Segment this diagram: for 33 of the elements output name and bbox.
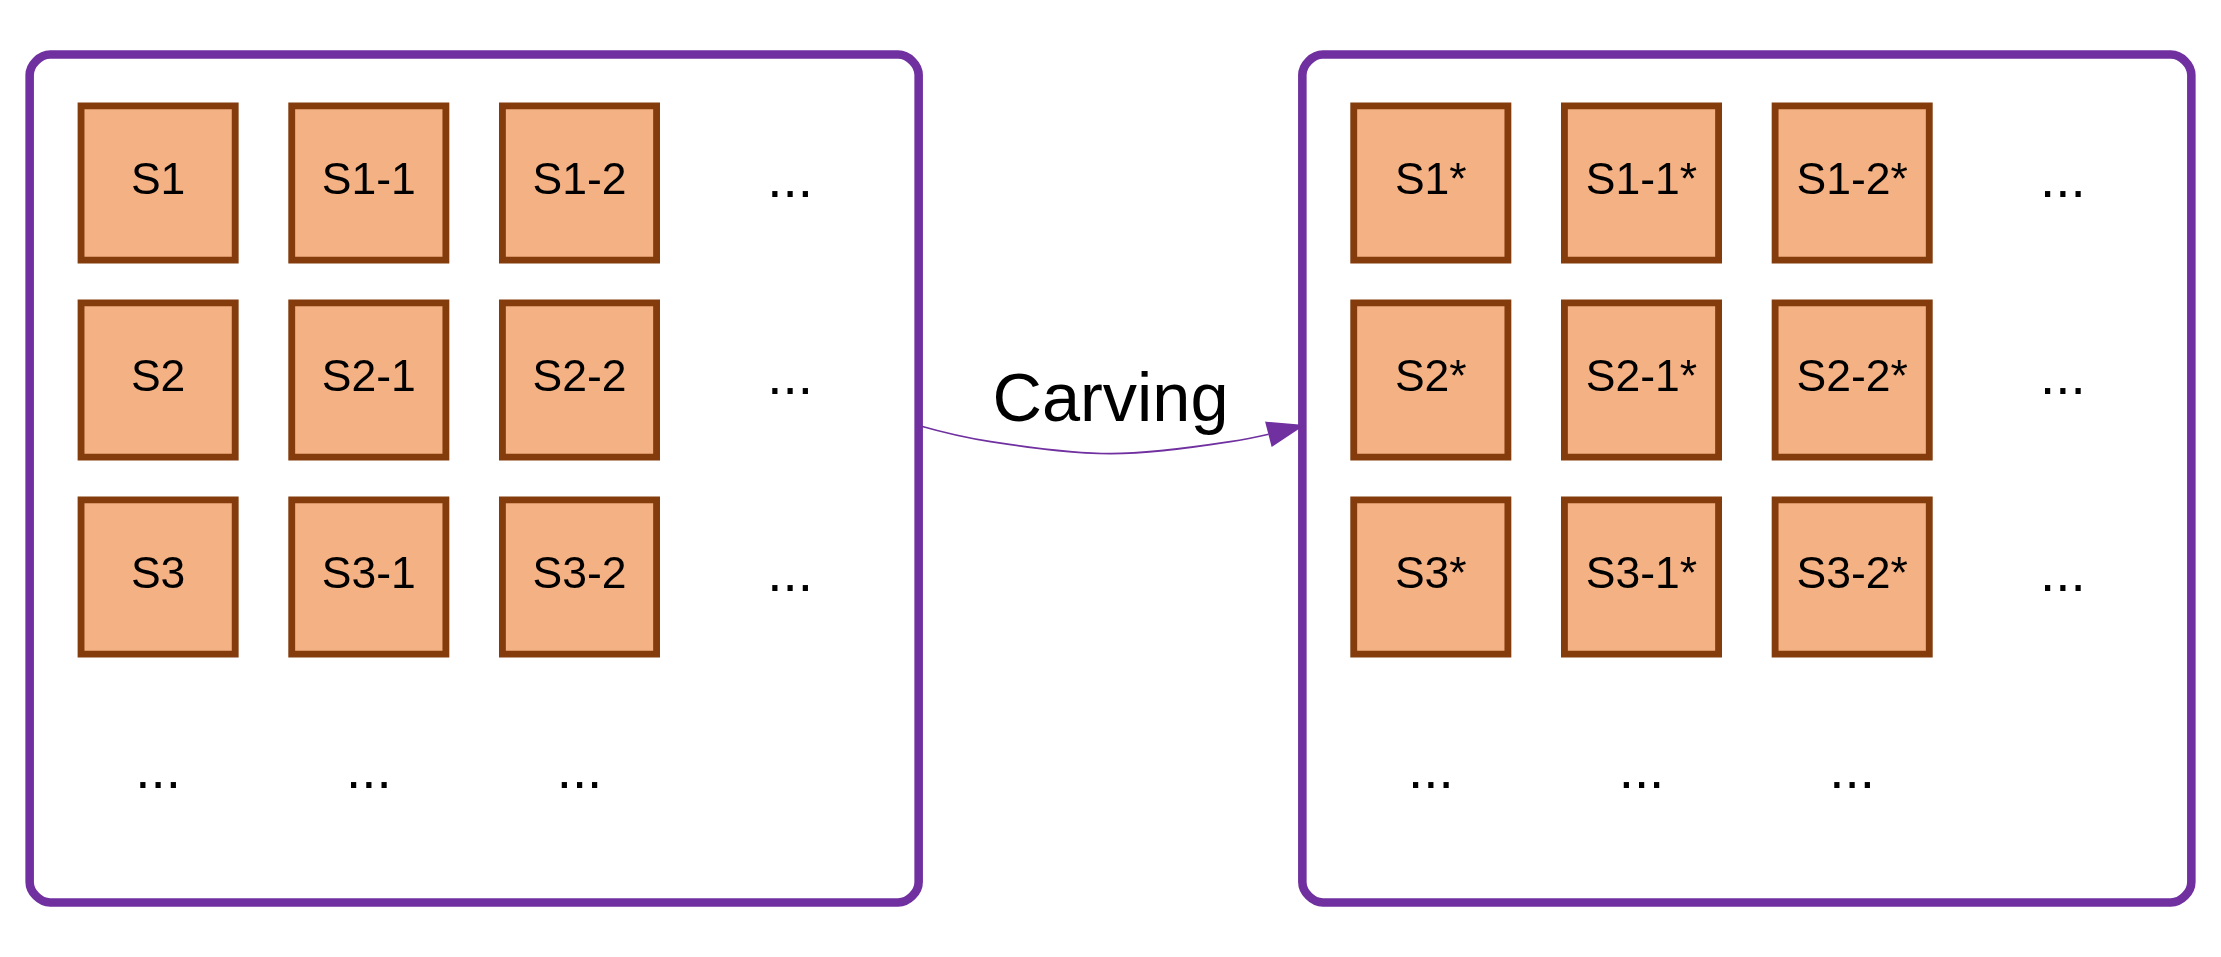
label: ...	[767, 343, 814, 406]
label: ...	[2040, 540, 2086, 603]
node-box: S3*	[1350, 496, 1512, 658]
label: ...	[767, 540, 814, 603]
node-box: S3-2	[499, 496, 660, 658]
node-box: S1-1	[288, 102, 450, 264]
label: ...	[1407, 737, 1454, 800]
node-box: S1*	[1350, 102, 1512, 264]
label: ...	[556, 737, 603, 800]
node-box: S2*	[1350, 299, 1512, 461]
edge-label: Carving	[992, 359, 1229, 437]
label: ...	[1829, 737, 1876, 800]
cluster	[25, 50, 923, 907]
label: ...	[1618, 737, 1665, 800]
label: ...	[2040, 146, 2086, 209]
node-box: S1	[77, 102, 239, 264]
label: ...	[767, 146, 814, 209]
node-box: S1-2*	[1771, 102, 1933, 264]
label: ...	[345, 737, 392, 800]
node-box: S2-1	[288, 299, 450, 461]
label: ...	[135, 737, 181, 800]
node-box: S3-1	[288, 496, 450, 658]
node-box: S2-2	[499, 299, 660, 461]
node-box: S3-1*	[1561, 496, 1722, 658]
node-box: S3-2*	[1771, 496, 1933, 658]
node-box: S1-1*	[1561, 102, 1722, 264]
node-box: S1-2	[499, 102, 660, 264]
node-box: S2-2*	[1771, 299, 1933, 461]
label: ...	[2040, 343, 2086, 406]
cluster	[1298, 50, 2196, 907]
node-box: S2	[77, 299, 239, 461]
node-box: S2-1*	[1561, 299, 1722, 461]
node-box: S3	[77, 496, 239, 658]
